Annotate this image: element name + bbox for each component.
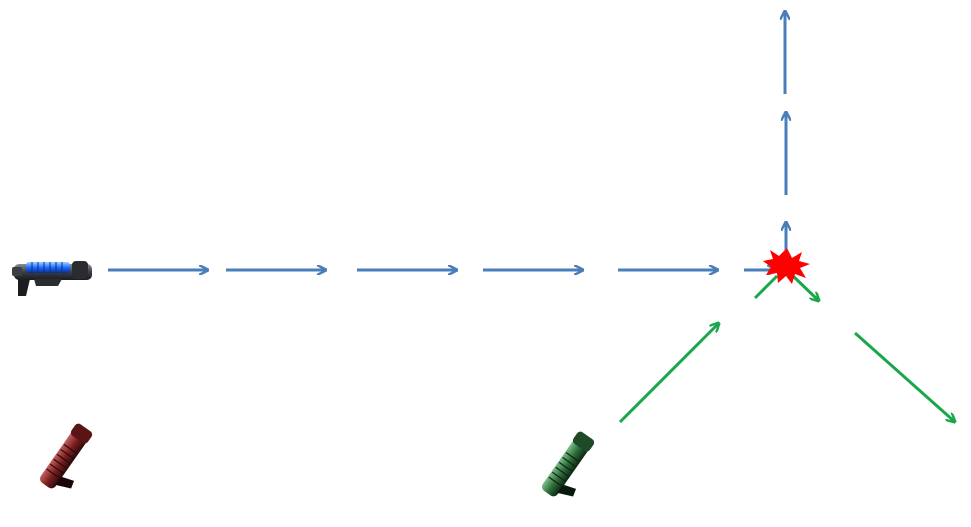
green-beam-segment: [618, 323, 719, 424]
blue-energy-gun-icon: [12, 261, 92, 296]
green-beam-segment: [753, 274, 779, 300]
green-beam-segment: [791, 274, 819, 301]
explosion-burst-icon: [763, 248, 810, 284]
green-energy-gun-icon: [541, 431, 595, 497]
blue-beam-vertical: [785, 11, 786, 258]
red-energy-gun-icon: [39, 423, 93, 489]
green-beam-segment: [854, 331, 955, 422]
green-beam: [618, 274, 955, 424]
